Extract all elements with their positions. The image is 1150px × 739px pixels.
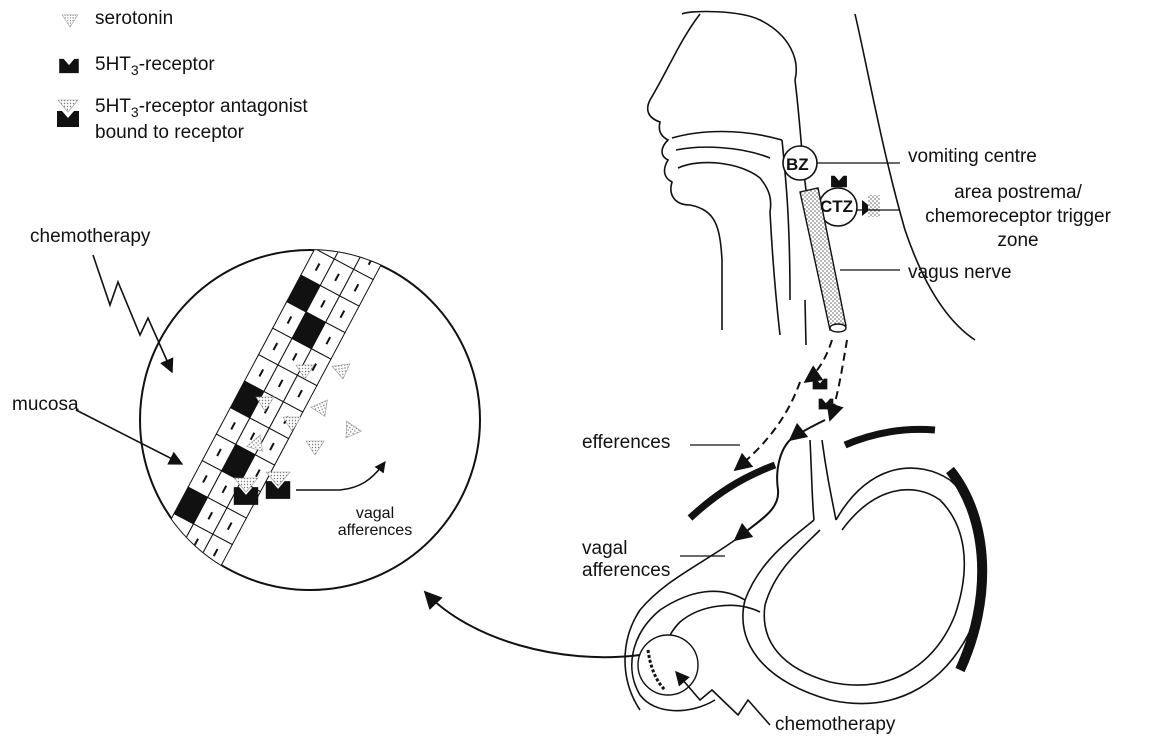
receptor-legend-icon xyxy=(59,59,79,73)
bz-label: BZ xyxy=(786,154,809,176)
area-postrema-label-2: chemoreceptor trigger xyxy=(898,206,1138,228)
mucosa-cell-nucleus xyxy=(383,231,387,238)
mucosa-cell-nucleus xyxy=(363,221,367,228)
pathway-receptor-icon xyxy=(813,379,828,390)
muscle-band-top xyxy=(845,429,935,445)
mucosa-cell-nucleus xyxy=(358,184,362,191)
mucosa-inset xyxy=(140,169,480,590)
mucosa-cell xyxy=(382,190,416,227)
mucosa-cell-nucleus xyxy=(397,205,401,212)
ctz-receptor-icon xyxy=(831,176,847,188)
mucosa-cell xyxy=(363,179,397,216)
antagonist-legend-icon xyxy=(57,100,79,127)
legend-serotonin-label: serotonin xyxy=(95,8,173,30)
mucosa-cell xyxy=(329,196,363,233)
legend xyxy=(57,15,79,127)
legend-antagonist-label-line1: 5HT3-receptor antagonist xyxy=(95,96,308,123)
efferences-label: efferences xyxy=(582,432,670,454)
muscle-band-left xyxy=(690,465,775,518)
serotonin-legend-icon xyxy=(62,15,78,27)
inset-vagal-label-1: vagal xyxy=(335,505,415,523)
stomach-to-inset-arrow xyxy=(425,592,640,657)
mucosa-cell-nucleus xyxy=(349,247,353,254)
pathway-receptor-icon xyxy=(819,399,834,410)
mucosa-cell xyxy=(368,216,402,253)
nerve-pathways xyxy=(735,340,847,540)
legend-receptor-label: 5HT3-receptor xyxy=(95,54,215,81)
vagus-nerve-label: vagus nerve xyxy=(908,262,1012,284)
mucosa-cell-nucleus xyxy=(377,194,381,201)
chemotherapy-label-top: chemotherapy xyxy=(30,226,150,248)
inset-vagal-label-2: afferences xyxy=(335,522,415,540)
area-postrema-label-1: area postrema/ xyxy=(898,182,1138,204)
mucosa-label: mucosa xyxy=(12,394,79,416)
ctz-label: CTZ xyxy=(820,196,853,218)
area-postrema-label-3: zone xyxy=(898,230,1138,252)
ctz-serotonin-patch xyxy=(868,195,880,217)
mucosa-cell xyxy=(343,169,377,206)
head-profile xyxy=(648,12,975,345)
mucosa-cell xyxy=(348,206,382,243)
vomiting-centre-label: vomiting centre xyxy=(908,146,1037,168)
mucosa-cell-nucleus xyxy=(330,237,334,244)
mucosa-cell-nucleus xyxy=(175,528,179,535)
vagal-afferences-label-2: afferences xyxy=(582,560,670,582)
vagal-afferences-label-1: vagal xyxy=(582,538,627,560)
legend-antagonist-label-line2: bound to receptor xyxy=(95,122,244,144)
chemotherapy-label-bottom: chemotherapy xyxy=(775,714,895,736)
